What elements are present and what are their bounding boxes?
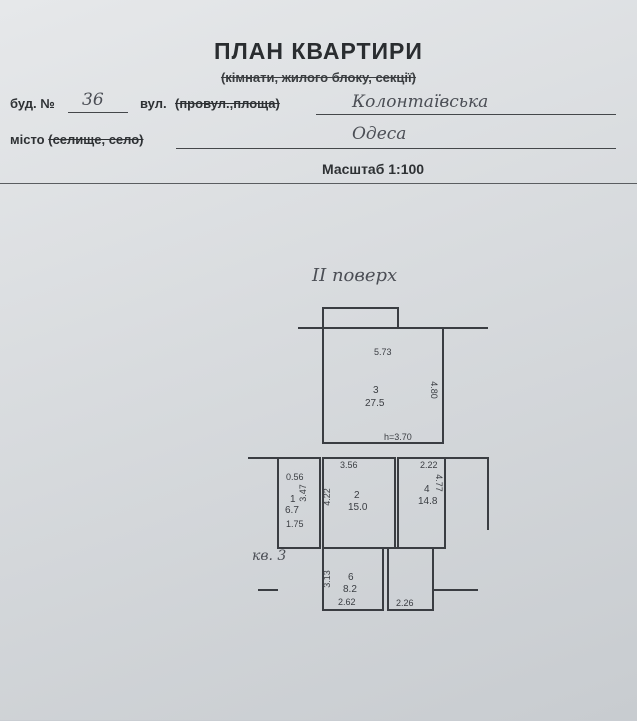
floor-label: II поверх [312,265,398,286]
room-1-walls [277,457,321,549]
city-label: місто (селище, село) [10,132,144,147]
scale-label: Масштаб 1:100 [322,161,425,177]
street-alt-label: (провул.,площа) [175,96,280,111]
room-6-walls [322,547,384,611]
plan-frame [0,183,637,721]
room-2-number: 2 [354,490,360,501]
room-6-number: 6 [348,572,354,583]
room-2-width: 3.56 [340,460,358,470]
room-kitchen-walls [387,547,434,611]
room-4-width: 2.22 [420,460,438,470]
room-3-width: 5.73 [374,347,392,357]
building-underline [68,112,128,113]
room-3-number: 3 [373,385,379,396]
room-6-width: 2.62 [338,597,356,607]
room-4-number: 4 [424,484,430,495]
building-label: буд. № [10,96,55,111]
street-label: вул. [140,96,167,111]
room-3-height: h=3.70 [384,432,412,442]
kitchen-dimension: 2.26 [396,598,414,608]
street-value: Колонтаївська [352,92,489,112]
wc-dimension: 0.56 [286,472,304,482]
building-number: 36 [82,90,104,110]
room-1-depth: 3.47 [297,484,308,502]
room-3-walls [322,327,444,444]
room-1-area: 6.7 [285,505,299,516]
floor-plan-drawing [248,307,489,611]
room-6-area: 8.2 [343,584,357,595]
room-3-depth: 4.80 [428,381,439,399]
street-underline [316,114,616,115]
document-subtitle: (кімнати, жилого блоку, секції) [220,70,417,85]
room-4-depth: 4.77 [433,474,444,492]
city-underline [176,148,616,149]
room-2-depth: 4.22 [321,488,332,506]
city-value: Одеса [352,124,407,144]
room-4-area: 14.8 [418,496,438,507]
room-6-depth: 3.13 [321,570,332,588]
apartment-label: кв. 3 [252,548,287,564]
balcony-outline [322,307,399,328]
room-1-number: 1 [290,494,296,505]
room-2-area: 15.0 [348,502,368,513]
document-title: ПЛАН КВАРТИРИ [214,38,423,64]
room-1-width: 1.75 [286,519,304,529]
room-3-area: 27.5 [365,398,385,409]
